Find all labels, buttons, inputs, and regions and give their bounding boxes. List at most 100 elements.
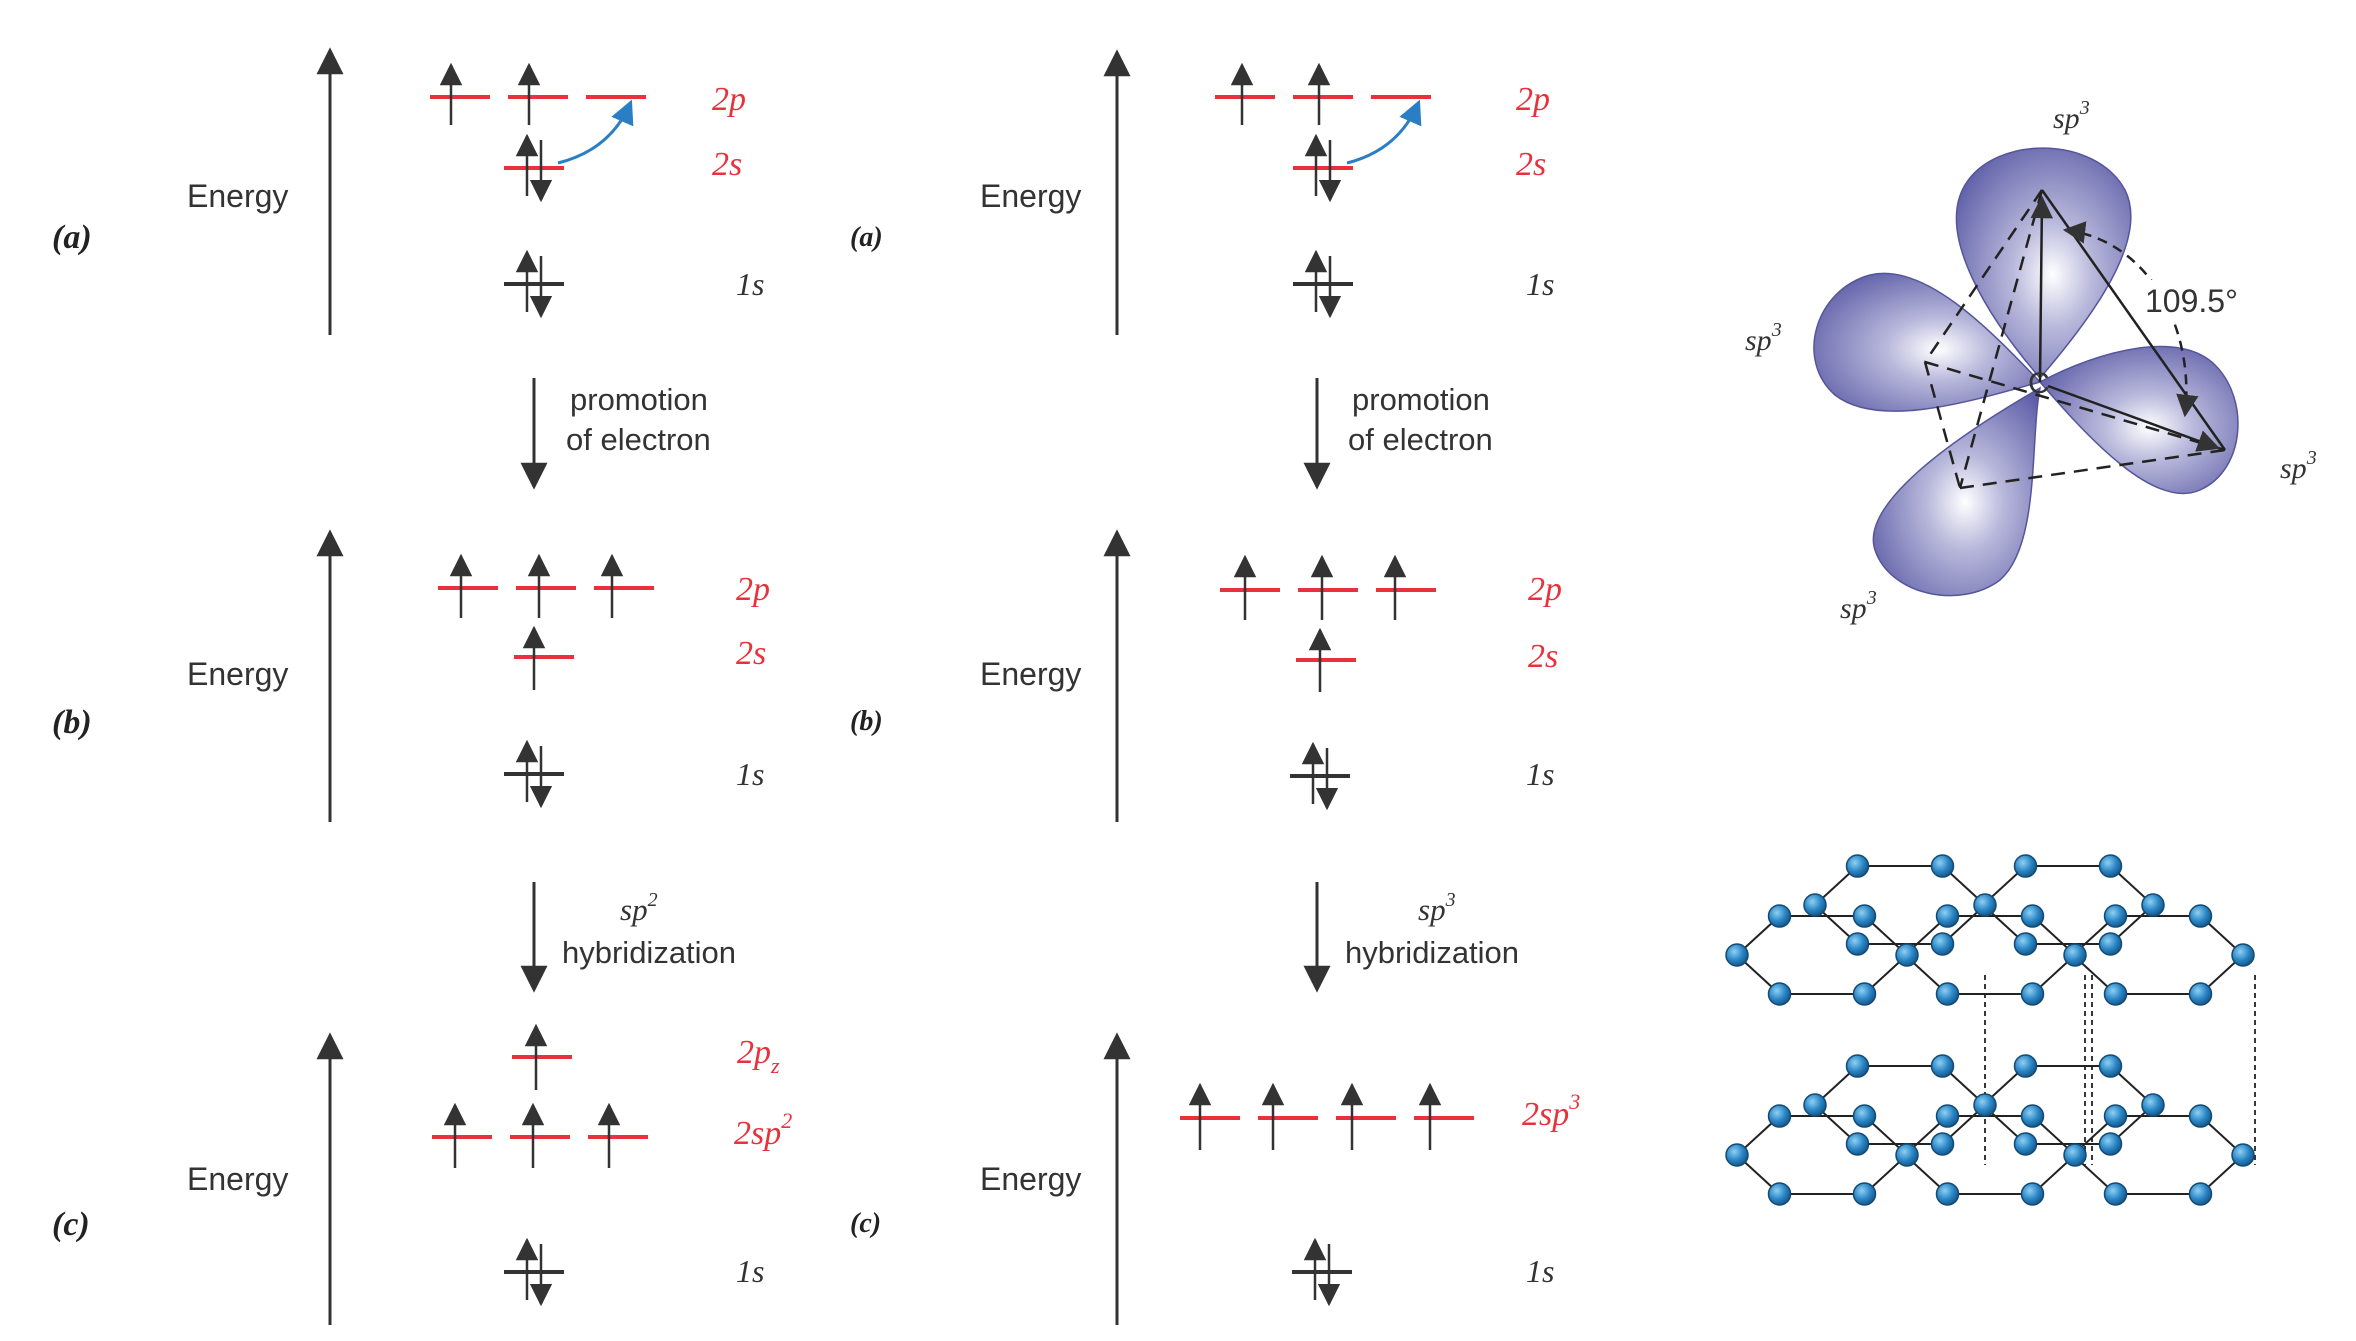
carbon-atom-icon [2098, 1054, 2123, 1078]
electron-spins-c [1188, 1082, 1442, 1307]
carbon-atom-icon [1935, 904, 1960, 928]
orbital-levels-b [1220, 588, 1436, 778]
carbon-atom-icon [1930, 854, 1955, 878]
orbital-levels-a [1215, 95, 1431, 286]
graphite-lattice [1725, 854, 2256, 1206]
promotion-curve-arrow [1346, 99, 1422, 165]
carbon-atom-icon [2188, 1182, 2213, 1206]
step-label-of-electron: of electron [566, 422, 711, 457]
level-label-2s: 2s [736, 635, 766, 672]
carbon-atom-icon [2231, 1143, 2255, 1167]
carbon-atom-icon [1845, 1132, 1870, 1156]
electron-spins-b [449, 553, 624, 809]
carbon-atom-icon [1845, 1054, 1870, 1078]
electron-spins-c [443, 1023, 621, 1307]
carbon-atom-icon [1930, 932, 1955, 956]
carbon-atom-icon [2141, 1093, 2165, 1117]
step-label-promotion: promotion [570, 382, 708, 417]
carbon-atom-icon [1973, 1093, 1997, 1117]
carbon-atom-icon [2098, 854, 2123, 878]
step-label-hybridization: hybridization [1345, 935, 1519, 970]
carbon-atom-icon [1895, 1143, 1919, 1167]
level-label-2pz: 2pz [737, 1034, 780, 1078]
carbon-atom-icon [2098, 932, 2123, 956]
level-label-2sp2: 2sp2 [734, 1108, 792, 1152]
carbon-atom-icon [2188, 1104, 2213, 1128]
level-label-2s: 2s [1528, 638, 1558, 675]
carbon-atom-icon [1935, 1104, 1960, 1128]
carbon-atom-icon [1725, 1143, 1749, 1167]
electron-spins-b [1233, 554, 1407, 811]
level-label-1s: 1s [736, 756, 764, 792]
panel-label-b: (b) [52, 704, 92, 741]
graphite-bonds [1736, 1065, 2244, 1195]
promotion-curve-arrow [557, 99, 634, 165]
interlayer-bonds [1984, 975, 2256, 1165]
carbon-atom-icon [1845, 854, 1870, 878]
lobe-label-bottom: sp3 [1840, 587, 1877, 625]
level-label-1s: 1s [1526, 1253, 1554, 1289]
carbon-atom-icon [1852, 1104, 1877, 1128]
energy-label: Energy [187, 1161, 288, 1197]
carbon-atom-icon [2063, 1143, 2087, 1167]
panel-label-c: (c) [52, 1206, 90, 1243]
lobe-label-right: sp3 [2280, 447, 2317, 485]
energy-label: Energy [187, 178, 288, 214]
orbital-levels-c [1180, 1116, 1474, 1274]
sp3-lobe-bottom [1872, 386, 2042, 597]
carbon-atom-icon [1803, 893, 1827, 917]
carbon-atom-icon [2013, 1132, 2038, 1156]
electron-spins-a [1230, 62, 1342, 319]
panel-label-a: (a) [52, 219, 92, 256]
carbon-atom-icon [2103, 982, 2128, 1006]
energy-label: Energy [980, 656, 1081, 692]
energy-label: Energy [187, 656, 288, 692]
carbon-atom-icon [1935, 1182, 1960, 1206]
carbon-atom-icon [1935, 982, 1960, 1006]
angle-label-bg [2140, 280, 2280, 322]
carbon-atom-icon [2188, 904, 2213, 928]
lobe-label-top: sp3 [2053, 97, 2090, 135]
carbon-atom-icon [1852, 904, 1877, 928]
level-label-1s: 1s [1526, 266, 1554, 302]
carbon-atom-icon [1767, 904, 1792, 928]
panel-label-b: (b) [850, 706, 883, 737]
electron-spins-a [439, 62, 553, 319]
sp3-diagram: (a) (b) (c) Energy Energy Energy 2p 2s 1… [850, 49, 1580, 1325]
sp3-lobe-left [1813, 272, 2042, 412]
level-label-2p: 2p [736, 571, 770, 608]
carbon-atom-icon [2103, 1104, 2128, 1128]
carbon-atom-icon [1767, 982, 1792, 1006]
carbon-atom-icon [1895, 943, 1919, 967]
step-label-sp3: sp3 [1418, 889, 1456, 927]
orbital-levels-c [432, 1055, 648, 1274]
carbon-atom-icon [2020, 1182, 2045, 1206]
graphite-bonds [1736, 865, 2244, 995]
carbon-atom-icon [2020, 904, 2045, 928]
carbon-atom-icon [1852, 1182, 1877, 1206]
level-label-2p: 2p [1516, 81, 1550, 118]
level-label-2p: 2p [1528, 571, 1562, 608]
level-label-1s: 1s [1526, 756, 1554, 792]
carbon-atom-label: C [2028, 367, 2050, 400]
carbon-atom-icon [2103, 1182, 2128, 1206]
carbon-atom-icon [2103, 904, 2128, 928]
carbon-atom-icon [1725, 943, 1749, 967]
tetrahedron-edges [1923, 189, 2226, 490]
carbon-atom-icon [2141, 893, 2165, 917]
carbon-atom-icon [2013, 854, 2038, 878]
step-label-of-electron: of electron [1348, 422, 1493, 457]
lobe-label-left: sp3 [1745, 319, 1782, 357]
carbon-atom-icon [2063, 943, 2087, 967]
orbital-levels-b [438, 586, 654, 776]
carbon-atom-icon [2013, 1054, 2038, 1078]
carbon-atom-icon [2020, 982, 2045, 1006]
tetrahedral-orbitals: 109.5° C sp3 sp3 sp3 sp3 [1745, 97, 2317, 625]
orbital-levels-a [430, 95, 646, 286]
carbon-atom-icon [1767, 1104, 1792, 1128]
carbon-atom-icon [1852, 982, 1877, 1006]
level-label-2sp3: 2sp3 [1522, 1089, 1580, 1133]
carbon-atom-icon [2013, 932, 2038, 956]
step-label-promotion: promotion [1352, 382, 1490, 417]
